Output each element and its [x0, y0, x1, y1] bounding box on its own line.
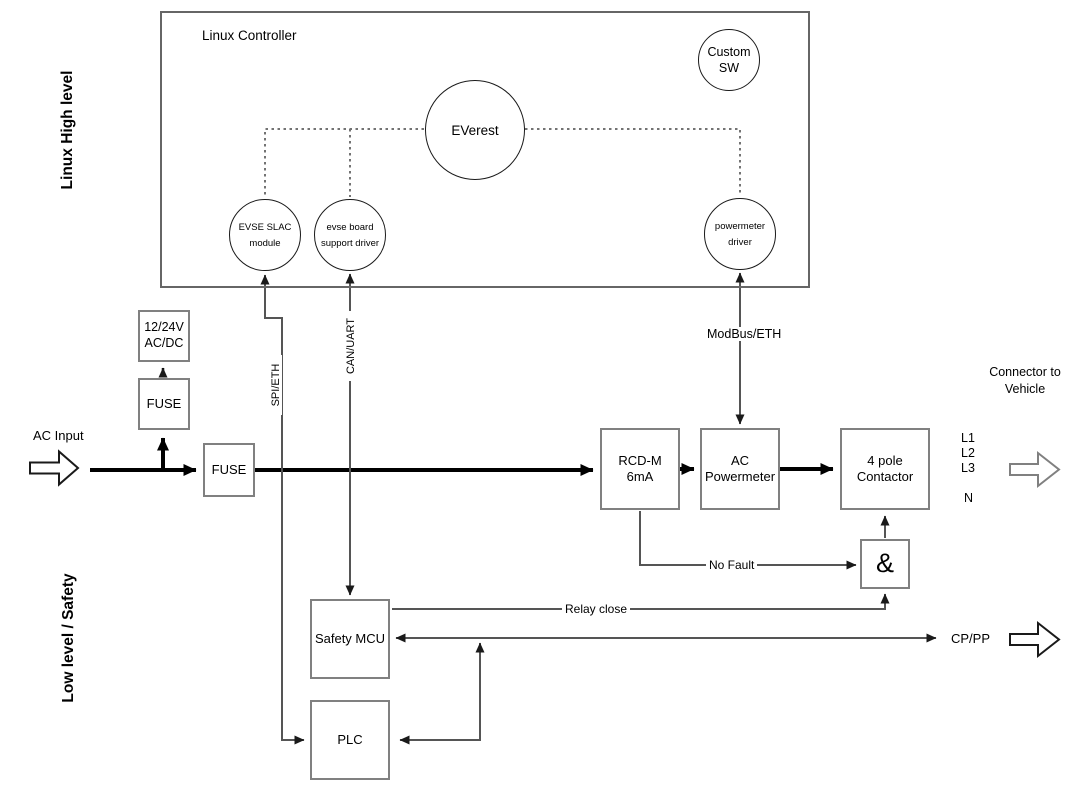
evse-slac-module-node: EVSE SLAC module: [229, 199, 301, 271]
plc-junction-line: [399, 642, 485, 745]
powermeter-driver-line1: powermeter: [714, 220, 766, 232]
cp-pp-arrow: [1009, 620, 1061, 659]
phase-l3-label: L3: [961, 461, 975, 475]
rcd-line2: 6mA: [626, 469, 654, 484]
acdc-box: 12/24V AC/DC: [138, 310, 190, 362]
powermeter-driver-line2: driver: [728, 236, 752, 248]
modbus-eth-label: ModBus/ETH: [704, 327, 785, 341]
plc-box: PLC: [310, 700, 390, 780]
board-support-line1: evse board: [326, 221, 374, 233]
slac-line2: module: [249, 237, 281, 249]
connector-to-vehicle-arrow: [1009, 450, 1061, 489]
contactor-line2: Contactor: [856, 469, 914, 484]
rcd-line1: RCD-M: [618, 452, 662, 468]
rcd-box: RCD-M 6mA: [600, 428, 680, 510]
fuse-main-box: FUSE: [203, 443, 255, 497]
powermeter-driver-node: powermeter driver: [704, 198, 776, 270]
and-gate-box: &: [860, 539, 910, 589]
ac-input-arrow: [29, 449, 80, 487]
no-fault-line: [639, 511, 857, 570]
acdc-line1: 12/24V: [144, 320, 184, 335]
connector-label-line2: Vehicle: [1004, 381, 1046, 396]
custom-sw-line1: Custom: [707, 44, 751, 59]
safety-mcu-label: Safety MCU: [314, 630, 386, 646]
everest-node: EVerest: [425, 80, 525, 180]
evse-board-support-driver-node: evse board support driver: [314, 199, 386, 271]
slac-line1: EVSE SLAC: [238, 221, 292, 233]
fuse-aux-label: FUSE: [146, 395, 182, 411]
section-label-linux-high-level: Linux High level: [59, 70, 76, 190]
phase-l1-label: L1: [961, 431, 975, 445]
neutral-label: N: [964, 491, 974, 505]
connector-label-line1: Connector to: [989, 365, 1061, 379]
connector-to-vehicle-label: Connector to Vehicle: [985, 364, 1065, 398]
ac-powermeter-box: AC Powermeter: [700, 428, 780, 510]
contactor-line1: 4 pole: [867, 452, 903, 468]
can-uart-label: CAN/UART: [345, 311, 357, 381]
no-fault-label: No Fault: [706, 558, 758, 572]
everest-label: EVerest: [451, 122, 499, 138]
section-label-low-level-safety: Low level / Safety: [60, 573, 77, 703]
everest-dotted-links: [264, 128, 741, 197]
ac-input-label: AC Input: [33, 428, 84, 443]
and-gate-label: &: [875, 548, 894, 579]
linux-controller-title: Linux Controller: [202, 28, 297, 43]
fuse-aux-box: FUSE: [138, 378, 190, 430]
board-support-line2: support driver: [320, 237, 380, 249]
spi-eth-label: SPI/ETH: [270, 355, 282, 415]
linux-controller-frame: [160, 11, 810, 288]
contactor-box: 4 pole Contactor: [840, 428, 930, 510]
spi-eth-line: [260, 274, 305, 745]
plc-label: PLC: [337, 731, 363, 747]
custom-sw-node: Custom SW: [698, 29, 760, 91]
fuse-main-label: FUSE: [211, 461, 247, 477]
relay-close-label: Relay close: [562, 602, 631, 616]
ac-powermeter-line2: Powermeter: [704, 469, 776, 484]
cp-pp-label: CP/PP: [951, 631, 991, 646]
ac-power-line: [90, 437, 834, 476]
phase-l2-label: L2: [961, 446, 975, 460]
relay-close-line: [392, 593, 890, 610]
custom-sw-line2: SW: [718, 61, 740, 75]
signal-lines: [260, 272, 937, 745]
safety-mcu-box: Safety MCU: [310, 599, 390, 679]
acdc-line2: AC/DC: [144, 336, 184, 350]
ac-powermeter-line1: AC: [730, 452, 750, 468]
